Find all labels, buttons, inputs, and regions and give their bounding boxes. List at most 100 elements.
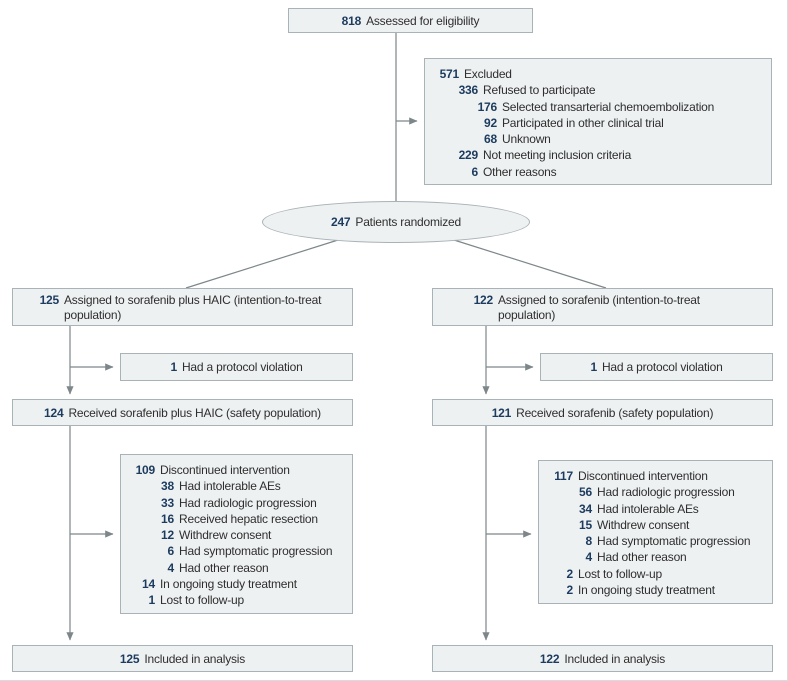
flow-line-item: 176 Selected transarterial chemoembolizat… <box>433 99 763 115</box>
right-assigned-box: 122 Assigned to sorafenib (intention-to-… <box>432 288 773 326</box>
line-label: Not meeting inclusion criteria <box>483 148 632 163</box>
count-value: 12 <box>161 528 174 543</box>
flow-line-item: 336 Refused to participate <box>433 82 763 98</box>
count-value: 16 <box>161 511 174 526</box>
line-label: Unknown <box>502 132 551 147</box>
line-label: In ongoing study treatment <box>578 583 715 598</box>
line-label: Participated in other clinical trial <box>502 115 664 130</box>
connector-randomized-to-right <box>453 239 607 289</box>
box-label: Had a protocol violation <box>181 360 303 374</box>
box-label: Received sorafenib (safety population) <box>516 405 714 420</box>
count-value: 8 <box>585 534 593 549</box>
flow-line-item: 229 Not meeting inclusion criteria <box>433 147 763 163</box>
count-value: 124 <box>44 405 64 420</box>
flow-line-item: 68 Unknown <box>433 131 763 147</box>
flow-line-item: 38 Had intolerable AEs <box>129 478 344 494</box>
line-label: Refused to participate <box>483 83 596 98</box>
line-label: Had symptomatic progression <box>179 544 333 559</box>
line-label: In ongoing study treatment <box>160 577 297 592</box>
right-discontinued-box: 117 Discontinued intervention 56 Had radiol… <box>538 460 773 604</box>
line-label: Had radiologic progression <box>597 485 735 500</box>
count-value: 1 <box>590 360 597 374</box>
count-value: 122 <box>539 651 560 666</box>
connector-randomized-to-left <box>185 239 339 289</box>
count-value: 818 <box>341 13 362 28</box>
count-value: 1 <box>170 360 177 374</box>
count-value: 176 <box>477 99 498 114</box>
line-label: Had intolerable AEs <box>597 501 699 516</box>
count-value: 2 <box>566 583 574 598</box>
left-assigned-box: 125 Assigned to sorafenib plus HAIC (int… <box>12 288 353 326</box>
count-value: 122 <box>473 293 494 307</box>
flow-line-item: 6 Other reasons <box>433 164 763 180</box>
line-label: Had radiologic progression <box>179 495 317 510</box>
count-value: 33 <box>161 495 174 510</box>
flow-line-item: 6 Had symptomatic progression <box>129 543 344 559</box>
randomized-ellipse: 247 Patients randomized <box>262 201 530 243</box>
line-label: Had other reason <box>179 560 269 575</box>
line-label: Selected transarterial chemoembolization <box>502 99 715 114</box>
count-value: 14 <box>142 577 155 592</box>
left-analysis-box: 125 Included in analysis <box>12 645 353 672</box>
line-label: Lost to follow-up <box>160 593 244 608</box>
flow-line-item: 4 Had other reason <box>547 549 764 565</box>
flow-line-item: 2 In ongoing study treatment <box>547 582 764 598</box>
count-value: 68 <box>484 132 497 147</box>
box-label: Received sorafenib plus HAIC (safety pop… <box>68 405 321 420</box>
count-value: 247 <box>330 215 351 229</box>
line-label: Had other reason <box>597 550 687 565</box>
count-value: 15 <box>579 517 592 532</box>
count-value: 1 <box>148 593 156 608</box>
count-value: 6 <box>167 544 175 559</box>
flow-line-item: 34 Had intolerable AEs <box>547 501 764 517</box>
count-value: 92 <box>484 115 497 130</box>
count-value: 4 <box>585 550 593 565</box>
box-label: Included in analysis <box>564 651 666 666</box>
box-label: Assessed for eligibility <box>366 13 480 28</box>
right-safety-box: 121 Received sorafenib (safety populatio… <box>432 399 773 426</box>
left-discontinued-box: 109 Discontinued intervention 38 Had intole… <box>120 454 353 614</box>
line-label: Lost to follow-up <box>578 566 662 581</box>
line-label: Withdrew consent <box>597 517 690 532</box>
count-value: 336 <box>458 83 479 98</box>
flow-line-item: 109 Discontinued intervention <box>129 462 344 478</box>
line-label: Discontinued intervention <box>160 463 290 477</box>
flow-line-item: 16 Received hepatic resection <box>129 511 344 527</box>
eligibility-box: 818 Assessed for eligibility <box>288 8 533 33</box>
count-value: 38 <box>161 479 174 494</box>
left-safety-box: 124 Received sorafenib plus HAIC (safety… <box>12 399 353 426</box>
line-label: Received hepatic resection <box>179 511 318 526</box>
flow-line-item: 117 Discontinued intervention <box>547 468 764 484</box>
flow-line-item: 14 In ongoing study treatment <box>129 576 344 592</box>
flow-line-item: 92 Participated in other clinical trial <box>433 115 763 131</box>
count-value: 121 <box>491 405 512 420</box>
count-value: 34 <box>579 501 592 516</box>
flow-line-item: 1 Lost to follow-up <box>129 592 344 608</box>
count-value: 109 <box>135 463 156 477</box>
line-label: Excluded <box>464 67 512 81</box>
flow-line-item: 4 Had other reason <box>129 560 344 576</box>
flow-line-item: 33 Had radiologic progression <box>129 495 344 511</box>
line-label: Discontinued intervention <box>578 469 708 483</box>
flow-line-item: 15 Withdrew consent <box>547 517 764 533</box>
count-value: 4 <box>167 560 175 575</box>
right-analysis-box: 122 Included in analysis <box>432 645 773 672</box>
count-value: 6 <box>471 164 479 179</box>
count-value: 229 <box>458 148 479 163</box>
count-value: 117 <box>554 469 573 483</box>
box-label: Assigned to sorafenib plus HAIC (intenti… <box>64 293 322 322</box>
box-label: Had a protocol violation <box>601 360 723 374</box>
box-label: Patients randomized <box>355 215 462 229</box>
line-label: Had intolerable AEs <box>179 479 281 494</box>
line-label: Had symptomatic progression <box>597 534 751 549</box>
flow-line-item: 56 Had radiologic progression <box>547 484 764 500</box>
flow-line-item: 8 Had symptomatic progression <box>547 533 764 549</box>
box-label: Assigned to sorafenib (intention-to-trea… <box>498 293 700 322</box>
line-label: Other reasons <box>483 164 557 179</box>
count-value: 56 <box>579 485 592 500</box>
